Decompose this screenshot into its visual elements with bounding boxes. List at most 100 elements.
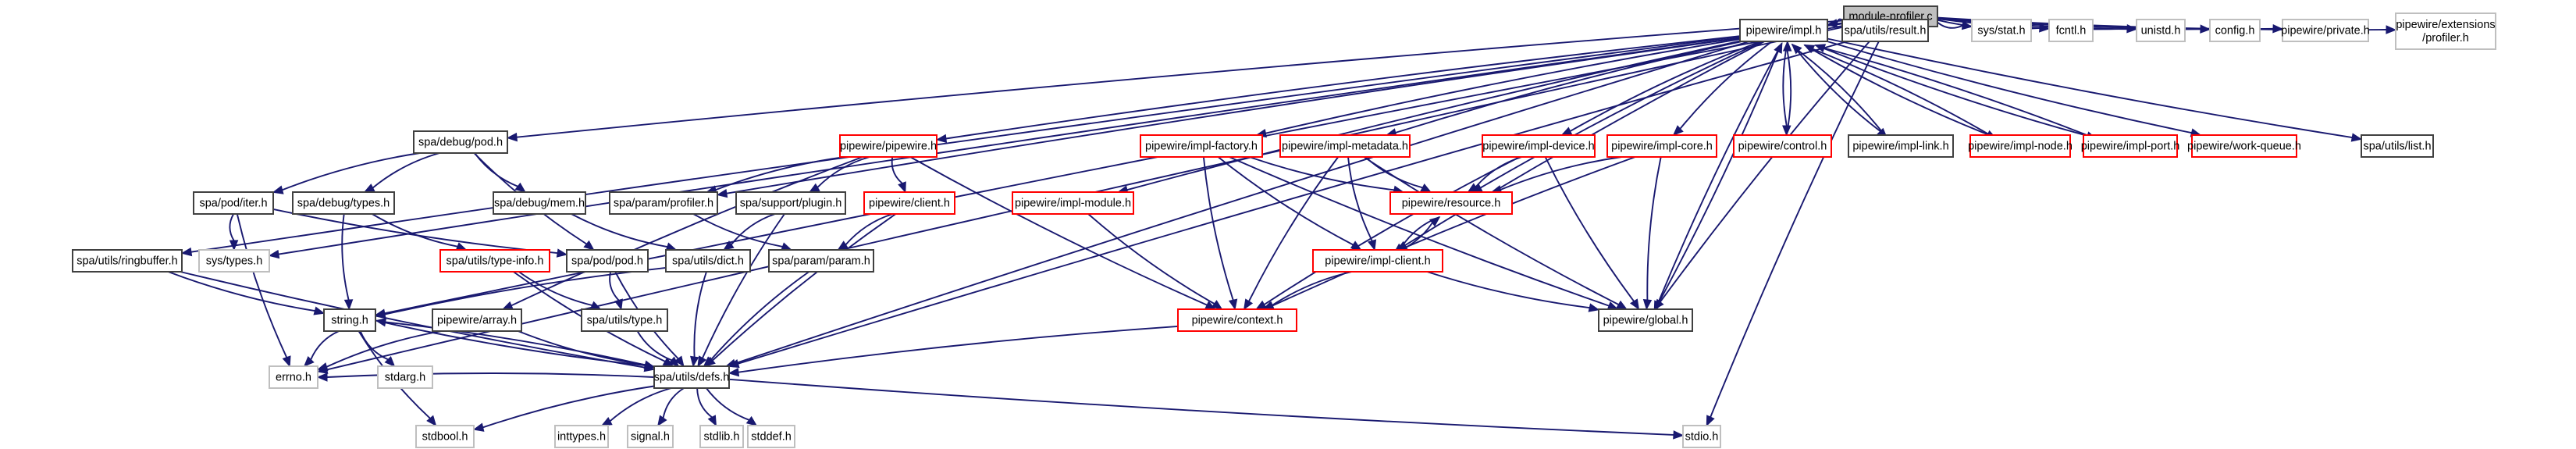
edge-line — [1272, 156, 1636, 307]
node-podpod[interactable]: spa/pod/pod.h — [566, 249, 649, 273]
node-plugin[interactable]: spa/support/plugin.h — [735, 191, 846, 215]
edge-line — [272, 208, 558, 255]
node-debugtypes[interactable]: spa/debug/types.h — [292, 191, 395, 215]
node-label: fcntl.h — [2056, 25, 2087, 37]
edge-line — [1812, 48, 1997, 140]
arrowhead-icon — [1782, 40, 1792, 52]
edge-line — [516, 20, 1845, 138]
node-box — [839, 134, 938, 158]
edge-implmodule-to-context — [1087, 213, 1223, 310]
edge-string-to-stdarg — [359, 330, 396, 367]
node-context[interactable]: pipewire/context.h — [1177, 308, 1297, 332]
node-box — [1312, 249, 1443, 273]
node-list[interactable]: spa/utils/list.h — [2361, 134, 2434, 158]
edge-line — [1363, 156, 1619, 305]
edge-line — [1679, 41, 1773, 130]
node-impl[interactable]: pipewire/impl.h — [1739, 19, 1828, 42]
edge-line — [1646, 156, 1662, 301]
node-param[interactable]: spa/param/param.h — [768, 249, 874, 273]
edges-layer — [168, 16, 2397, 440]
node-label: pipewire/pipewire.h — [840, 141, 937, 153]
node-resource[interactable]: pipewire/resource.h — [1389, 191, 1513, 215]
node-debugpod[interactable]: spa/debug/pod.h — [413, 130, 508, 154]
edge-line — [1827, 37, 2353, 139]
node-box — [653, 365, 730, 389]
node-box — [1389, 191, 1513, 215]
node-implcore[interactable]: pipewire/impl-core.h — [1606, 134, 1717, 158]
node-implmodule[interactable]: pipewire/impl-module.h — [1012, 191, 1134, 215]
node-type[interactable]: spa/utils/type.h — [581, 308, 668, 332]
edge-line — [1087, 213, 1215, 305]
edge-line — [1264, 156, 1521, 305]
node-implclient[interactable]: pipewire/impl-client.h — [1312, 249, 1443, 273]
node-workqueue[interactable]: pipewire/work-queue.h — [2187, 134, 2301, 158]
arrowhead-icon — [229, 240, 239, 251]
node-impldevice[interactable]: pipewire/impl-device.h — [1482, 134, 1596, 158]
edge-line — [1937, 21, 1963, 29]
edge-line — [909, 156, 1208, 306]
node-label: pipewire/impl-device.h — [1482, 141, 1594, 153]
node-client[interactable]: pipewire/client.h — [863, 191, 955, 215]
edge-line — [180, 271, 646, 369]
node-dict[interactable]: spa/utils/dict.h — [665, 249, 751, 273]
edge-impllink-to-impl — [1791, 43, 1888, 139]
arrowhead-icon — [674, 355, 685, 368]
node-result[interactable]: spa/utils/result.h — [1841, 19, 1929, 42]
edge-pipewire-to-client — [891, 156, 906, 194]
node-pipewire[interactable]: pipewire/pipewire.h — [839, 134, 938, 158]
edge-line — [693, 271, 707, 358]
edge-line — [1791, 44, 1881, 132]
node-paramprof[interactable]: spa/param/profiler.h — [609, 191, 718, 215]
node-implmetadata[interactable]: pipewire/impl-metadata.h — [1279, 134, 1411, 158]
node-label: pipewire/extensions — [2396, 19, 2495, 31]
arrowhead-icon — [303, 356, 315, 367]
edge-impldevice-to-global — [1544, 156, 1640, 311]
node-string[interactable]: string.h — [323, 308, 376, 332]
arrowhead-icon — [745, 415, 758, 426]
edge-line — [1657, 42, 1783, 303]
edge-line — [1271, 271, 1353, 307]
edge-line — [1804, 44, 1988, 136]
edge-line — [511, 156, 863, 307]
edge-impl-to-pipewire — [935, 35, 1741, 144]
node-stdbool: stdbool.h — [415, 425, 475, 448]
edge-defs-to-errno — [316, 372, 655, 382]
node-box — [735, 191, 846, 215]
edge-line — [310, 330, 340, 360]
node-array[interactable]: pipewire/array.h — [432, 308, 522, 332]
node-box — [1140, 134, 1263, 158]
node-label: spa/support/plugin.h — [740, 198, 842, 210]
node-global[interactable]: pipewire/global.h — [1598, 308, 1693, 332]
edge-root-to-debugpod — [506, 20, 1845, 142]
edge-line — [482, 385, 655, 429]
node-implport[interactable]: pipewire/impl-port.h — [2081, 134, 2180, 158]
node-poditer[interactable]: spa/pod/iter.h — [193, 191, 274, 215]
node-control[interactable]: pipewire/control.h — [1733, 134, 1832, 158]
node-typeinfo[interactable]: spa/utils/type-info.h — [439, 249, 550, 273]
node-defs[interactable]: spa/utils/defs.h — [653, 365, 730, 389]
edge-impl-to-list — [1827, 37, 2363, 142]
edge-line — [715, 156, 845, 191]
edge-defs-to-string — [375, 317, 656, 369]
node-impllink[interactable]: pipewire/impl-link.h — [1848, 134, 1954, 158]
node-implfactory[interactable]: pipewire/impl-factory.h — [1140, 134, 1263, 158]
edge-line — [1782, 41, 1788, 127]
arrowhead-icon — [506, 132, 518, 142]
arrowhead-icon — [614, 298, 623, 311]
node-box — [2083, 134, 2178, 158]
edge-line — [518, 271, 592, 306]
edge-result-to-defs — [728, 41, 1848, 369]
edge-context-to-defs — [728, 325, 1179, 377]
edge-line — [1570, 41, 1761, 132]
node-box — [2191, 134, 2297, 158]
node-label: pipewire/impl-factory.h — [1145, 141, 1258, 153]
node-box — [415, 425, 475, 448]
node-ringbuffer[interactable]: spa/utils/ringbuffer.h — [72, 249, 183, 273]
node-implnode[interactable]: pipewire/impl-node.h — [1968, 134, 2073, 158]
edge-implcore-to-context — [1263, 156, 1636, 310]
node-debugmem[interactable]: spa/debug/mem.h — [493, 191, 586, 215]
edge-implfactory-to-context — [1202, 156, 1238, 311]
node-label: spa/utils/ringbuffer.h — [76, 255, 178, 268]
